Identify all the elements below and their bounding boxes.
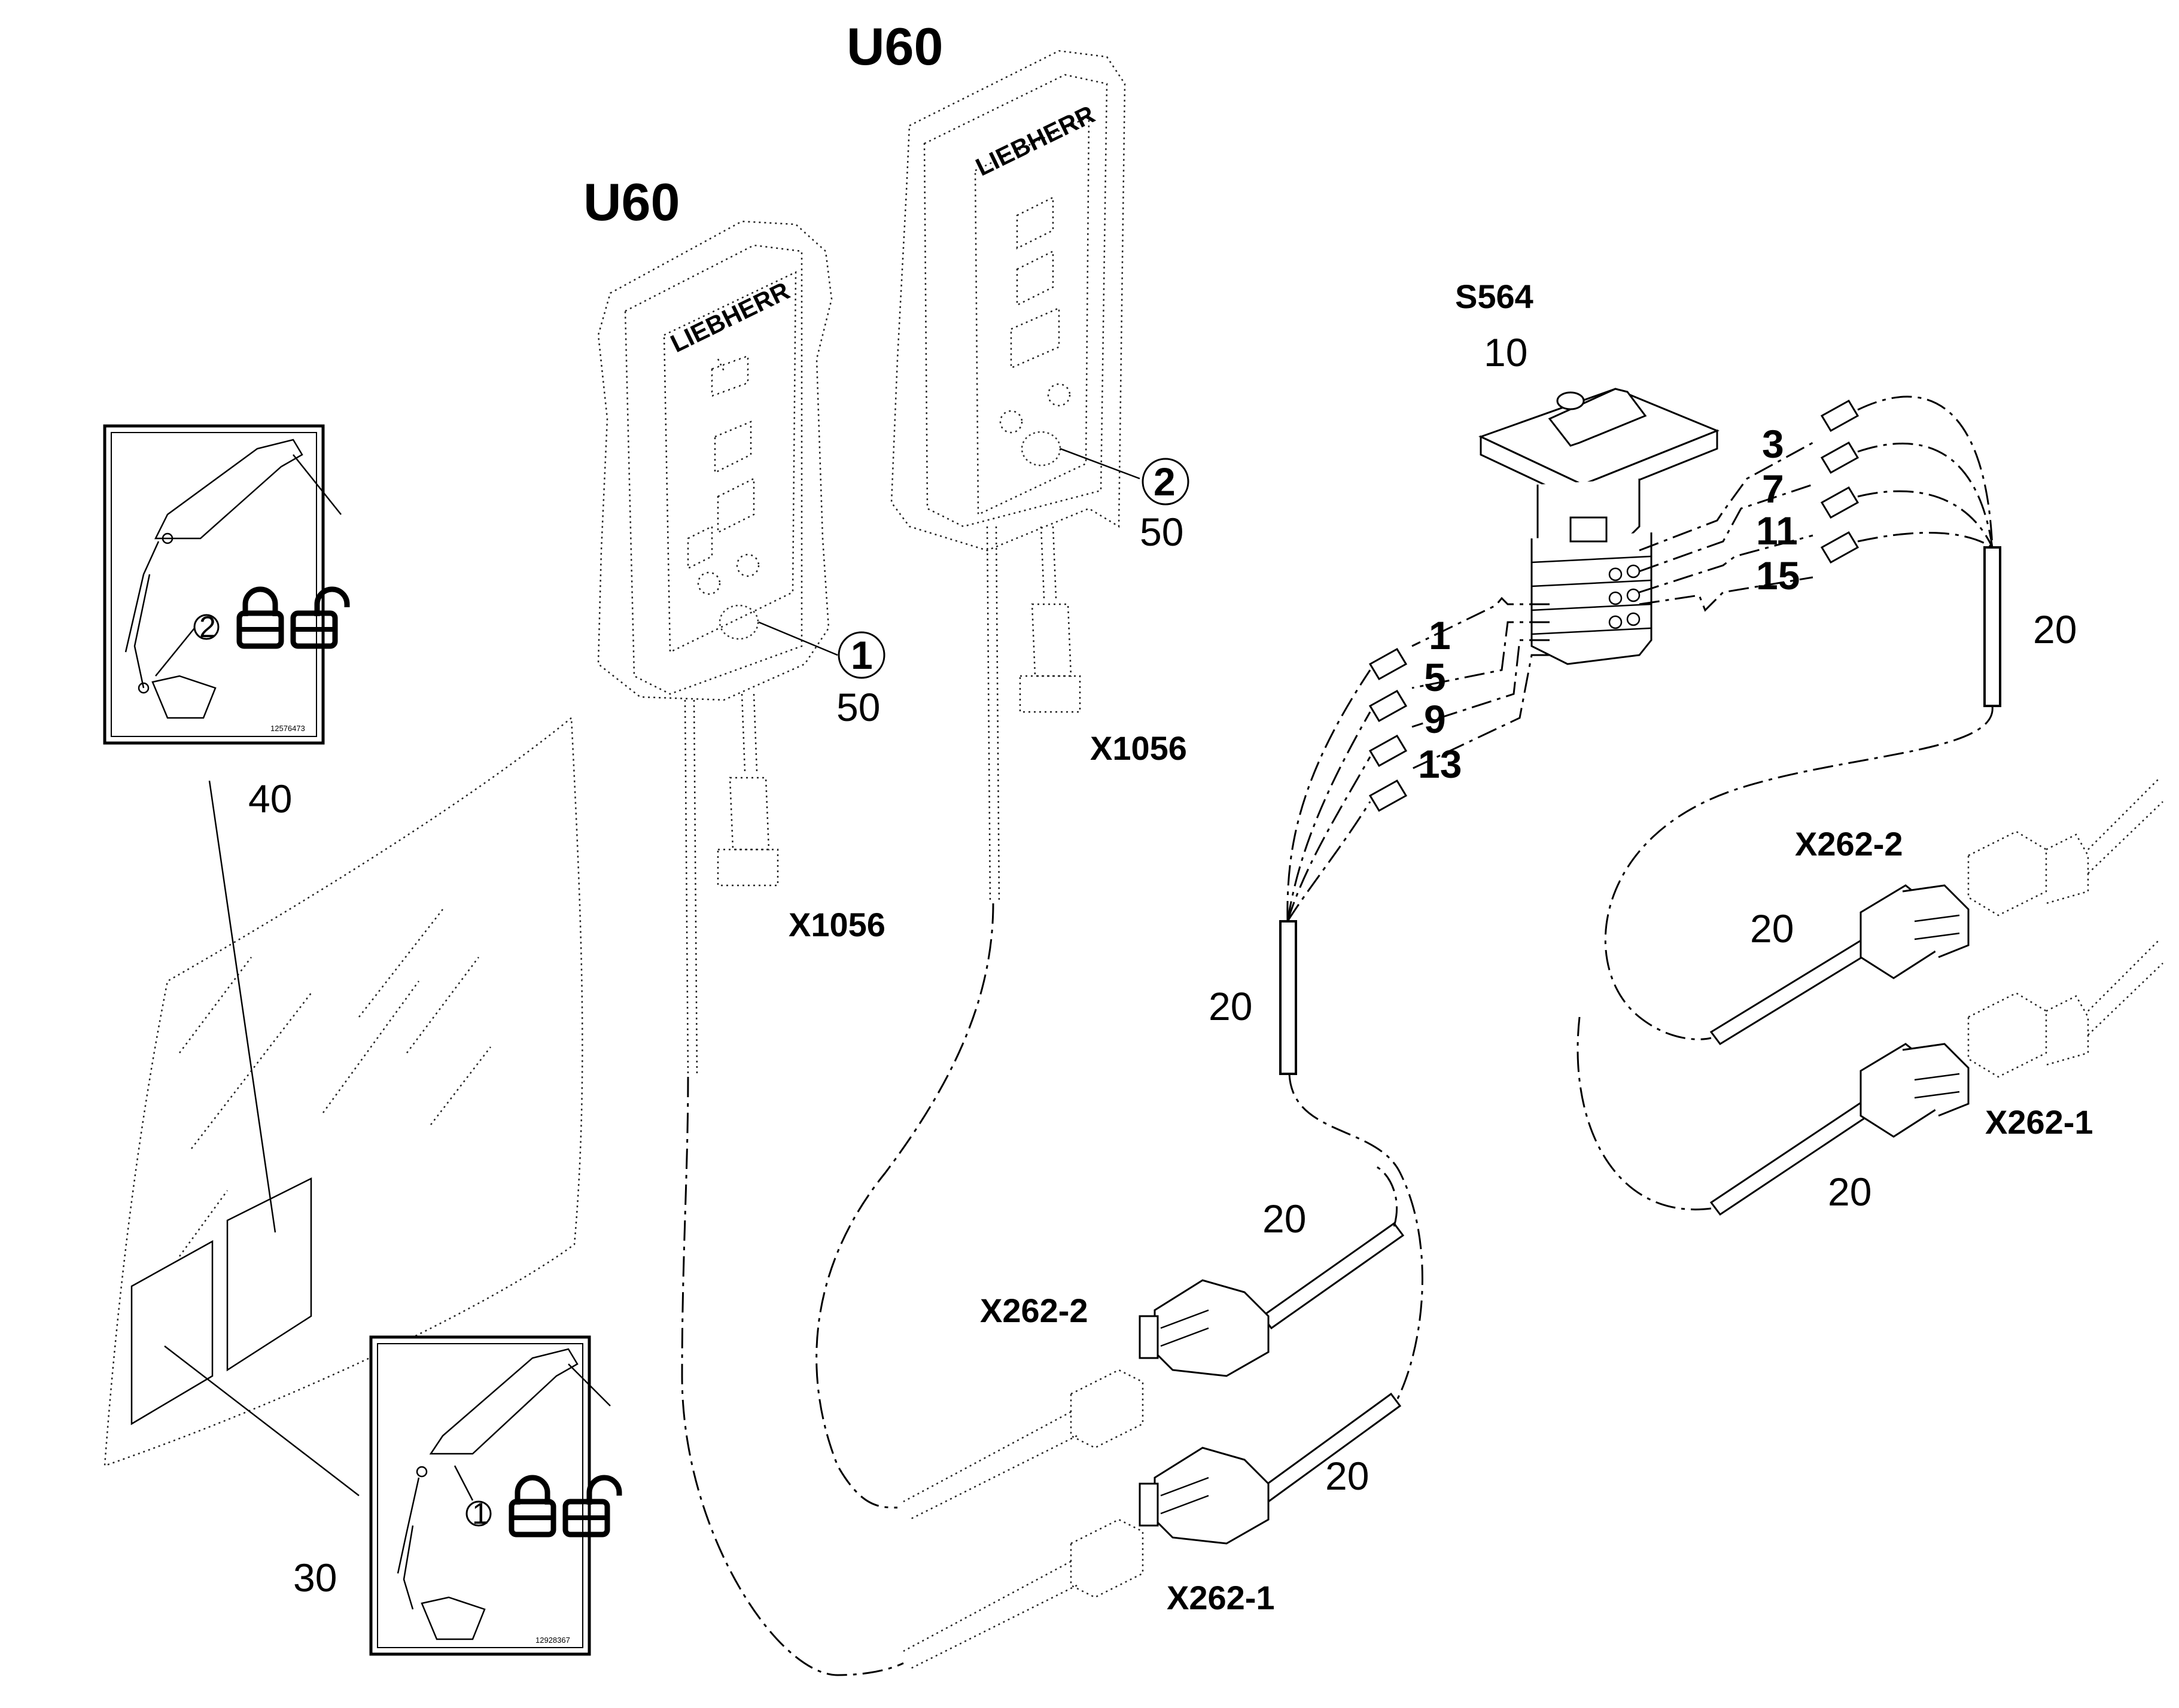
x262-1-left-label: X262-1	[1167, 1579, 1275, 1616]
u60-right-label: U60	[847, 17, 943, 76]
item-10-label: 10	[1484, 330, 1527, 375]
x262-2-left-label: X262-2	[980, 1292, 1088, 1329]
u60-left-label: U60	[583, 172, 680, 232]
button-1-left	[719, 604, 759, 640]
leader-30	[164, 1345, 360, 1496]
leader-40	[208, 780, 276, 1233]
rotary-switch-s564	[1478, 388, 1720, 665]
switch-wires-right	[1639, 442, 1813, 612]
connector-x262-1-right-mate	[1967, 939, 2163, 1078]
term-11: 11	[1756, 509, 1798, 553]
connector-x262-2-left	[1139, 1222, 1405, 1377]
sticker-top-arrow	[155, 628, 195, 677]
sticker-bottom-arrow	[454, 1465, 474, 1501]
switch-wires-left	[1411, 596, 1550, 770]
connector-x262-2-right	[1709, 884, 1970, 1045]
item-20-f: 20	[1325, 1454, 1369, 1498]
term-3: 3	[1762, 422, 1784, 466]
lock-open-icon	[290, 586, 350, 649]
item-20-b: 20	[2033, 607, 2077, 651]
harness-sleeve-left	[1279, 669, 1371, 1075]
excavator-arm-icon	[124, 439, 342, 719]
route-right-1	[1604, 705, 1994, 1040]
x262-2-right-label: X262-2	[1795, 825, 1903, 863]
connector-x262-1-right	[1709, 1043, 1970, 1216]
term-13: 13	[1418, 742, 1462, 786]
item-20-d: 20	[1828, 1170, 1871, 1214]
brand-logo-left: LIEBHERR	[666, 276, 794, 358]
lock-open-icon-2	[562, 1475, 622, 1537]
x262-1-right-label: X262-1	[1985, 1103, 2093, 1141]
sticker-top-callout: 2	[199, 610, 216, 644]
leader-callout-2	[1060, 447, 1140, 480]
term-7: 7	[1762, 467, 1784, 511]
item-30-label: 30	[293, 1555, 337, 1600]
item-20-c: 20	[1750, 906, 1794, 951]
route-right-2	[1577, 1016, 1712, 1211]
ferrules-right	[1820, 399, 1860, 564]
brand-logo-text-right: LIEBHERR	[971, 100, 1099, 181]
decal-40-on-window	[226, 1177, 312, 1372]
leader-callout-1	[758, 621, 838, 656]
callout-1-text: 1	[851, 633, 873, 677]
route-u60-left	[681, 1076, 904, 1676]
callout-2-text: 2	[1154, 459, 1176, 504]
connector-x262-2-left-mate	[903, 1369, 1144, 1521]
connector-x262-1-left-mate	[903, 1518, 1144, 1670]
connector-x262-1-left	[1139, 1392, 1402, 1545]
ferrules-left	[1368, 647, 1408, 812]
sticker-bottom: 1 12928367	[369, 1335, 622, 1656]
control-unit-left: LIEBHERR	[597, 220, 833, 1077]
item-50-left: 50	[836, 685, 880, 729]
item-50-right: 50	[1140, 510, 1183, 554]
lock-closed-icon-2	[509, 1475, 556, 1537]
brand-logo-text-left: LIEBHERR	[666, 276, 794, 358]
x1056-left-label: X1056	[789, 906, 885, 943]
route-left-1	[1288, 1073, 1423, 1401]
connector-x262-2-right-mate	[1967, 777, 2163, 917]
x1056-right-label: X1056	[1090, 729, 1187, 767]
harness-sleeve-right	[1857, 395, 2001, 707]
route-left-2	[1375, 1165, 1398, 1227]
sticker-bottom-callout: 1	[472, 1497, 489, 1530]
brand-logo-right: LIEBHERR	[971, 100, 1099, 181]
decal-30-on-window	[130, 1240, 214, 1426]
sticker-top: 2 12576473	[103, 424, 350, 745]
route-u60-right	[815, 903, 994, 1509]
excavator-arm-icon-2	[397, 1348, 611, 1640]
term-9: 9	[1424, 697, 1446, 741]
item-20-e: 20	[1262, 1196, 1306, 1241]
sticker-top-code: 12576473	[270, 724, 305, 733]
item-20-a: 20	[1209, 984, 1252, 1028]
term-1: 1	[1429, 613, 1451, 657]
button-2-right	[1021, 431, 1061, 467]
callout-1-circle	[838, 631, 885, 679]
lock-closed-icon	[236, 586, 284, 649]
term-15: 15	[1756, 553, 1800, 598]
callout-2-circle	[1142, 458, 1189, 506]
term-5: 5	[1424, 655, 1446, 699]
item-40-label: 40	[248, 777, 292, 821]
control-unit-right: LIEBHERR	[890, 50, 1126, 904]
sticker-bottom-code: 12928367	[535, 1636, 570, 1645]
s564-label: S564	[1455, 278, 1533, 315]
